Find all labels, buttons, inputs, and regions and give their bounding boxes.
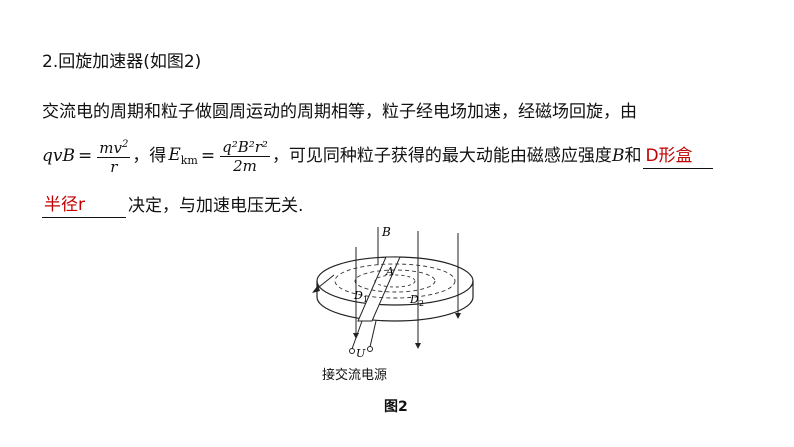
and-word: 和: [624, 146, 642, 166]
label-A: A: [385, 265, 394, 278]
label-D1: D1: [353, 289, 368, 304]
paragraph-line-2: qvB = mv2 r ，得 Ekm = q²B²r² 2m ，可见同种粒子获得…: [42, 136, 714, 176]
line3-text: 决定，与加速电压无关.: [128, 196, 304, 216]
outer-disc-side: [316, 281, 474, 322]
terminal-right: [367, 346, 373, 352]
figure-caption: 接交流电源: [322, 368, 388, 383]
formula-equals: =: [77, 146, 93, 166]
field-arrow-4: [455, 313, 461, 319]
wire-right: [369, 320, 377, 348]
wire-left: [351, 320, 363, 350]
label-B: B: [381, 225, 391, 239]
formula-after-text: ，可见同种粒子获得的最大动能由磁感应强度: [271, 146, 612, 166]
exit-beam-arrow: [312, 285, 320, 293]
orbit-2: [354, 269, 436, 293]
fraction-1-bar: [97, 157, 131, 158]
fraction-2-numerator: q²B²r²: [222, 137, 268, 156]
formula-lhs: qvB: [42, 146, 75, 166]
ek-symbol: Ekm: [168, 145, 198, 167]
answer-blank-1: D形盒: [643, 144, 714, 169]
fraction-2-bar: [220, 155, 270, 157]
section-heading: 2.回旋加速器(如图2): [42, 52, 202, 72]
figure-title: 图2: [384, 399, 408, 415]
fraction-1-denominator: r: [110, 158, 118, 176]
gap-slot: [357, 256, 401, 322]
terminal-left: [349, 348, 355, 354]
label-U: U: [356, 347, 366, 360]
fraction-mv2-over-r: mv2 r: [97, 136, 131, 176]
orbit-1: [374, 274, 416, 288]
orbit-3: [334, 263, 456, 299]
label-D2: D2: [409, 293, 424, 308]
formula-comma: ，得: [132, 146, 167, 166]
formula-equals-2: =: [200, 146, 216, 166]
paragraph-line-3: 半径r 决定，与加速电压无关.: [42, 193, 303, 218]
b-symbol: B: [611, 146, 625, 166]
cyclotron-diagram: B A D1 D2 U: [312, 225, 474, 360]
fraction-ek: q²B²r² 2m: [220, 138, 270, 175]
fraction-2-denominator: 2m: [233, 156, 257, 175]
answer-blank-2: 半径r: [42, 193, 126, 218]
paragraph-line-1: 交流电的周期和粒子做圆周运动的周期相等，粒子经电场加速，经磁场回旋，由: [42, 102, 637, 122]
field-arrow-3: [415, 343, 421, 349]
fraction-1-numerator: mv2: [99, 139, 129, 157]
